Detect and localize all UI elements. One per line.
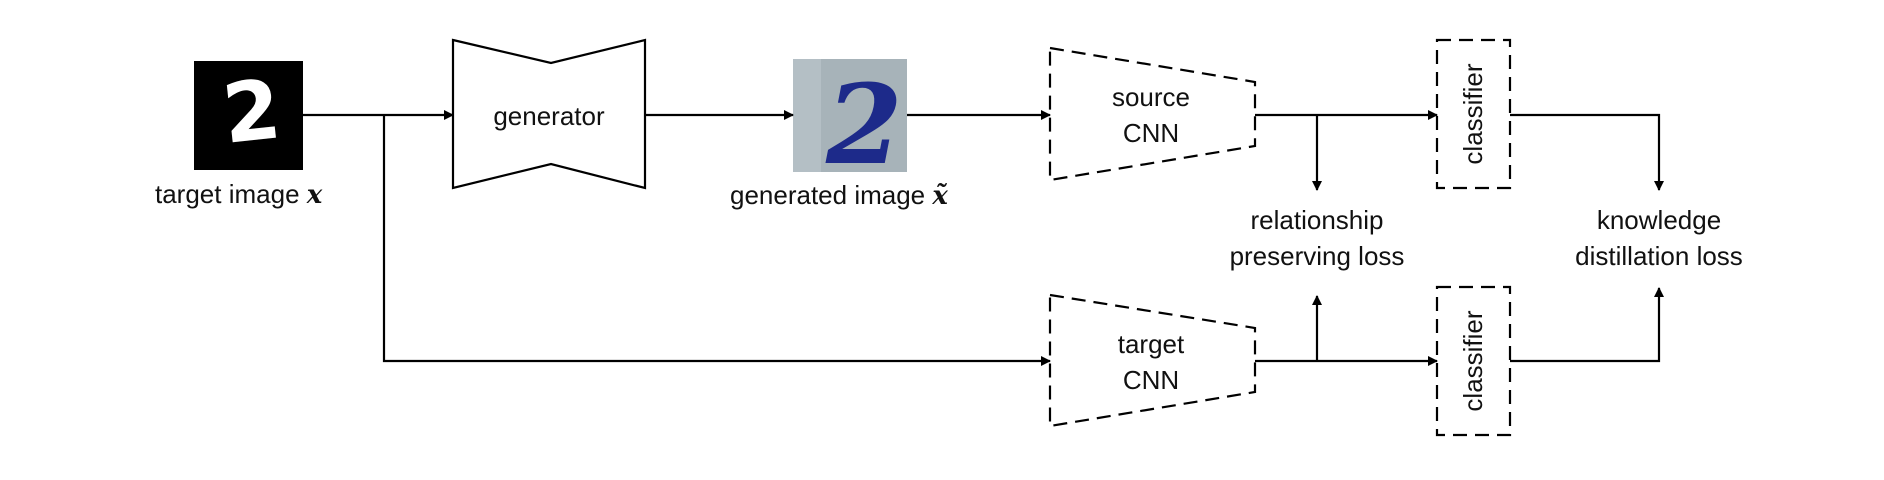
target-image: 2 [194,61,303,170]
generator-label: generator [493,101,605,131]
relationship-loss-label-line1: relationship [1251,205,1384,235]
classifier-top-label: classifier [1458,63,1488,164]
generated-image-caption: generated image x̃ [730,180,948,211]
classifier-bottom-block [1435,285,1512,437]
generated-image-digit: 2( [825,60,960,189]
target-image-background [194,61,303,170]
generated-image-shade [793,59,821,172]
edge-classifier-bottom-to-distillation-loss [1510,287,1664,363]
edge-classifier-top-to-distillation-loss [1510,113,1664,191]
target-image-caption: target image x [155,179,323,210]
source-cnn-label-line2: CNN [1123,118,1179,148]
classifier-bottom-label: classifier [1458,310,1488,411]
target-cnn-label-line1: target [1118,329,1185,359]
source-cnn-label-line1: source [1112,82,1190,112]
classifier-top-block [1435,38,1512,190]
edge-target-image-to-target-cnn [382,115,1051,366]
target-image-digit: 2 [218,62,285,162]
generator-block [451,38,647,190]
relationship-loss-label-line2: preserving loss [1230,241,1405,271]
generated-image: 2( [793,59,960,189]
target-cnn-label-line2: CNN [1123,365,1179,395]
source-cnn-block [1048,46,1257,182]
distillation-loss-label-line2: distillation loss [1575,241,1743,271]
distillation-loss-label-line1: knowledge [1597,205,1721,235]
target-cnn-block [1048,293,1257,428]
